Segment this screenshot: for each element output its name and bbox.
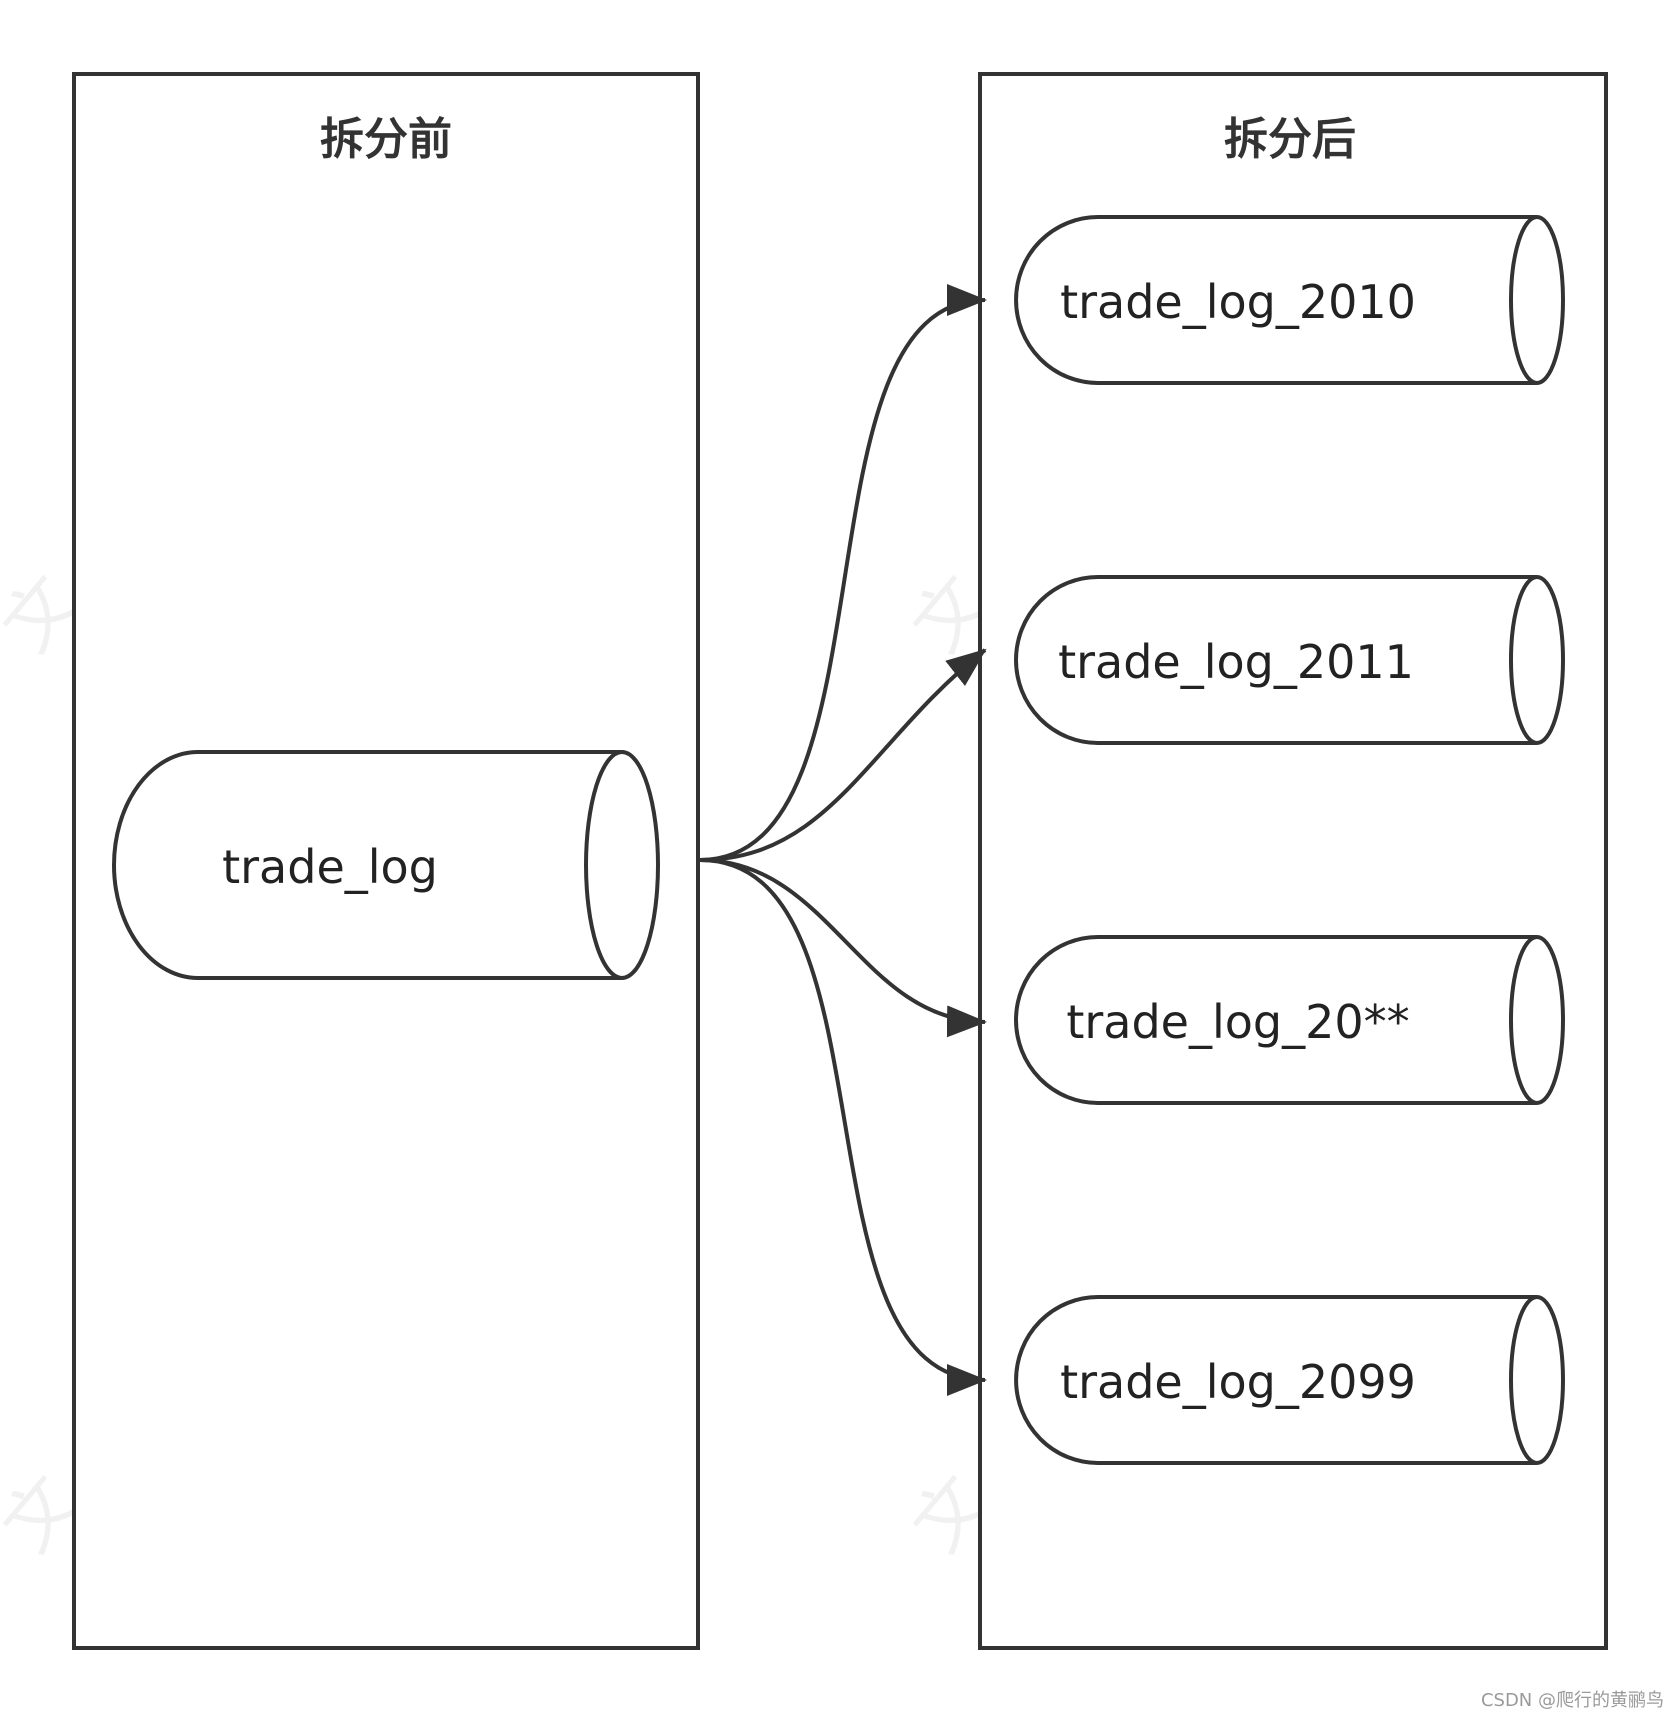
target-table-label: trade_log_20** (1066, 995, 1409, 1049)
panel-after-title: 拆分后 (1224, 114, 1356, 165)
target-table: trade_log_2011 (1014, 575, 1565, 745)
source-table-label: trade_log (222, 840, 438, 894)
split-arrows (699, 284, 987, 1396)
arrow-to-2099 (699, 858, 987, 1396)
panel-before-title: 拆分前 (320, 114, 452, 165)
source-table: trade_log (112, 750, 660, 980)
target-table-label: trade_log_2011 (1058, 635, 1414, 689)
target-table: trade_log_2010 (1014, 215, 1565, 385)
arrow-to-20xx (699, 858, 987, 1038)
arrow-to-2010 (699, 284, 987, 862)
target-table-label: trade_log_2010 (1060, 275, 1416, 329)
target-table-label: trade_log_2099 (1060, 1355, 1416, 1409)
source-watermark: CSDN @爬行的黄鹂鸟 (1481, 1690, 1664, 1711)
arrow-to-2011 (699, 648, 987, 862)
target-table: trade_log_20** (1014, 935, 1565, 1105)
target-table: trade_log_2099 (1014, 1295, 1565, 1465)
